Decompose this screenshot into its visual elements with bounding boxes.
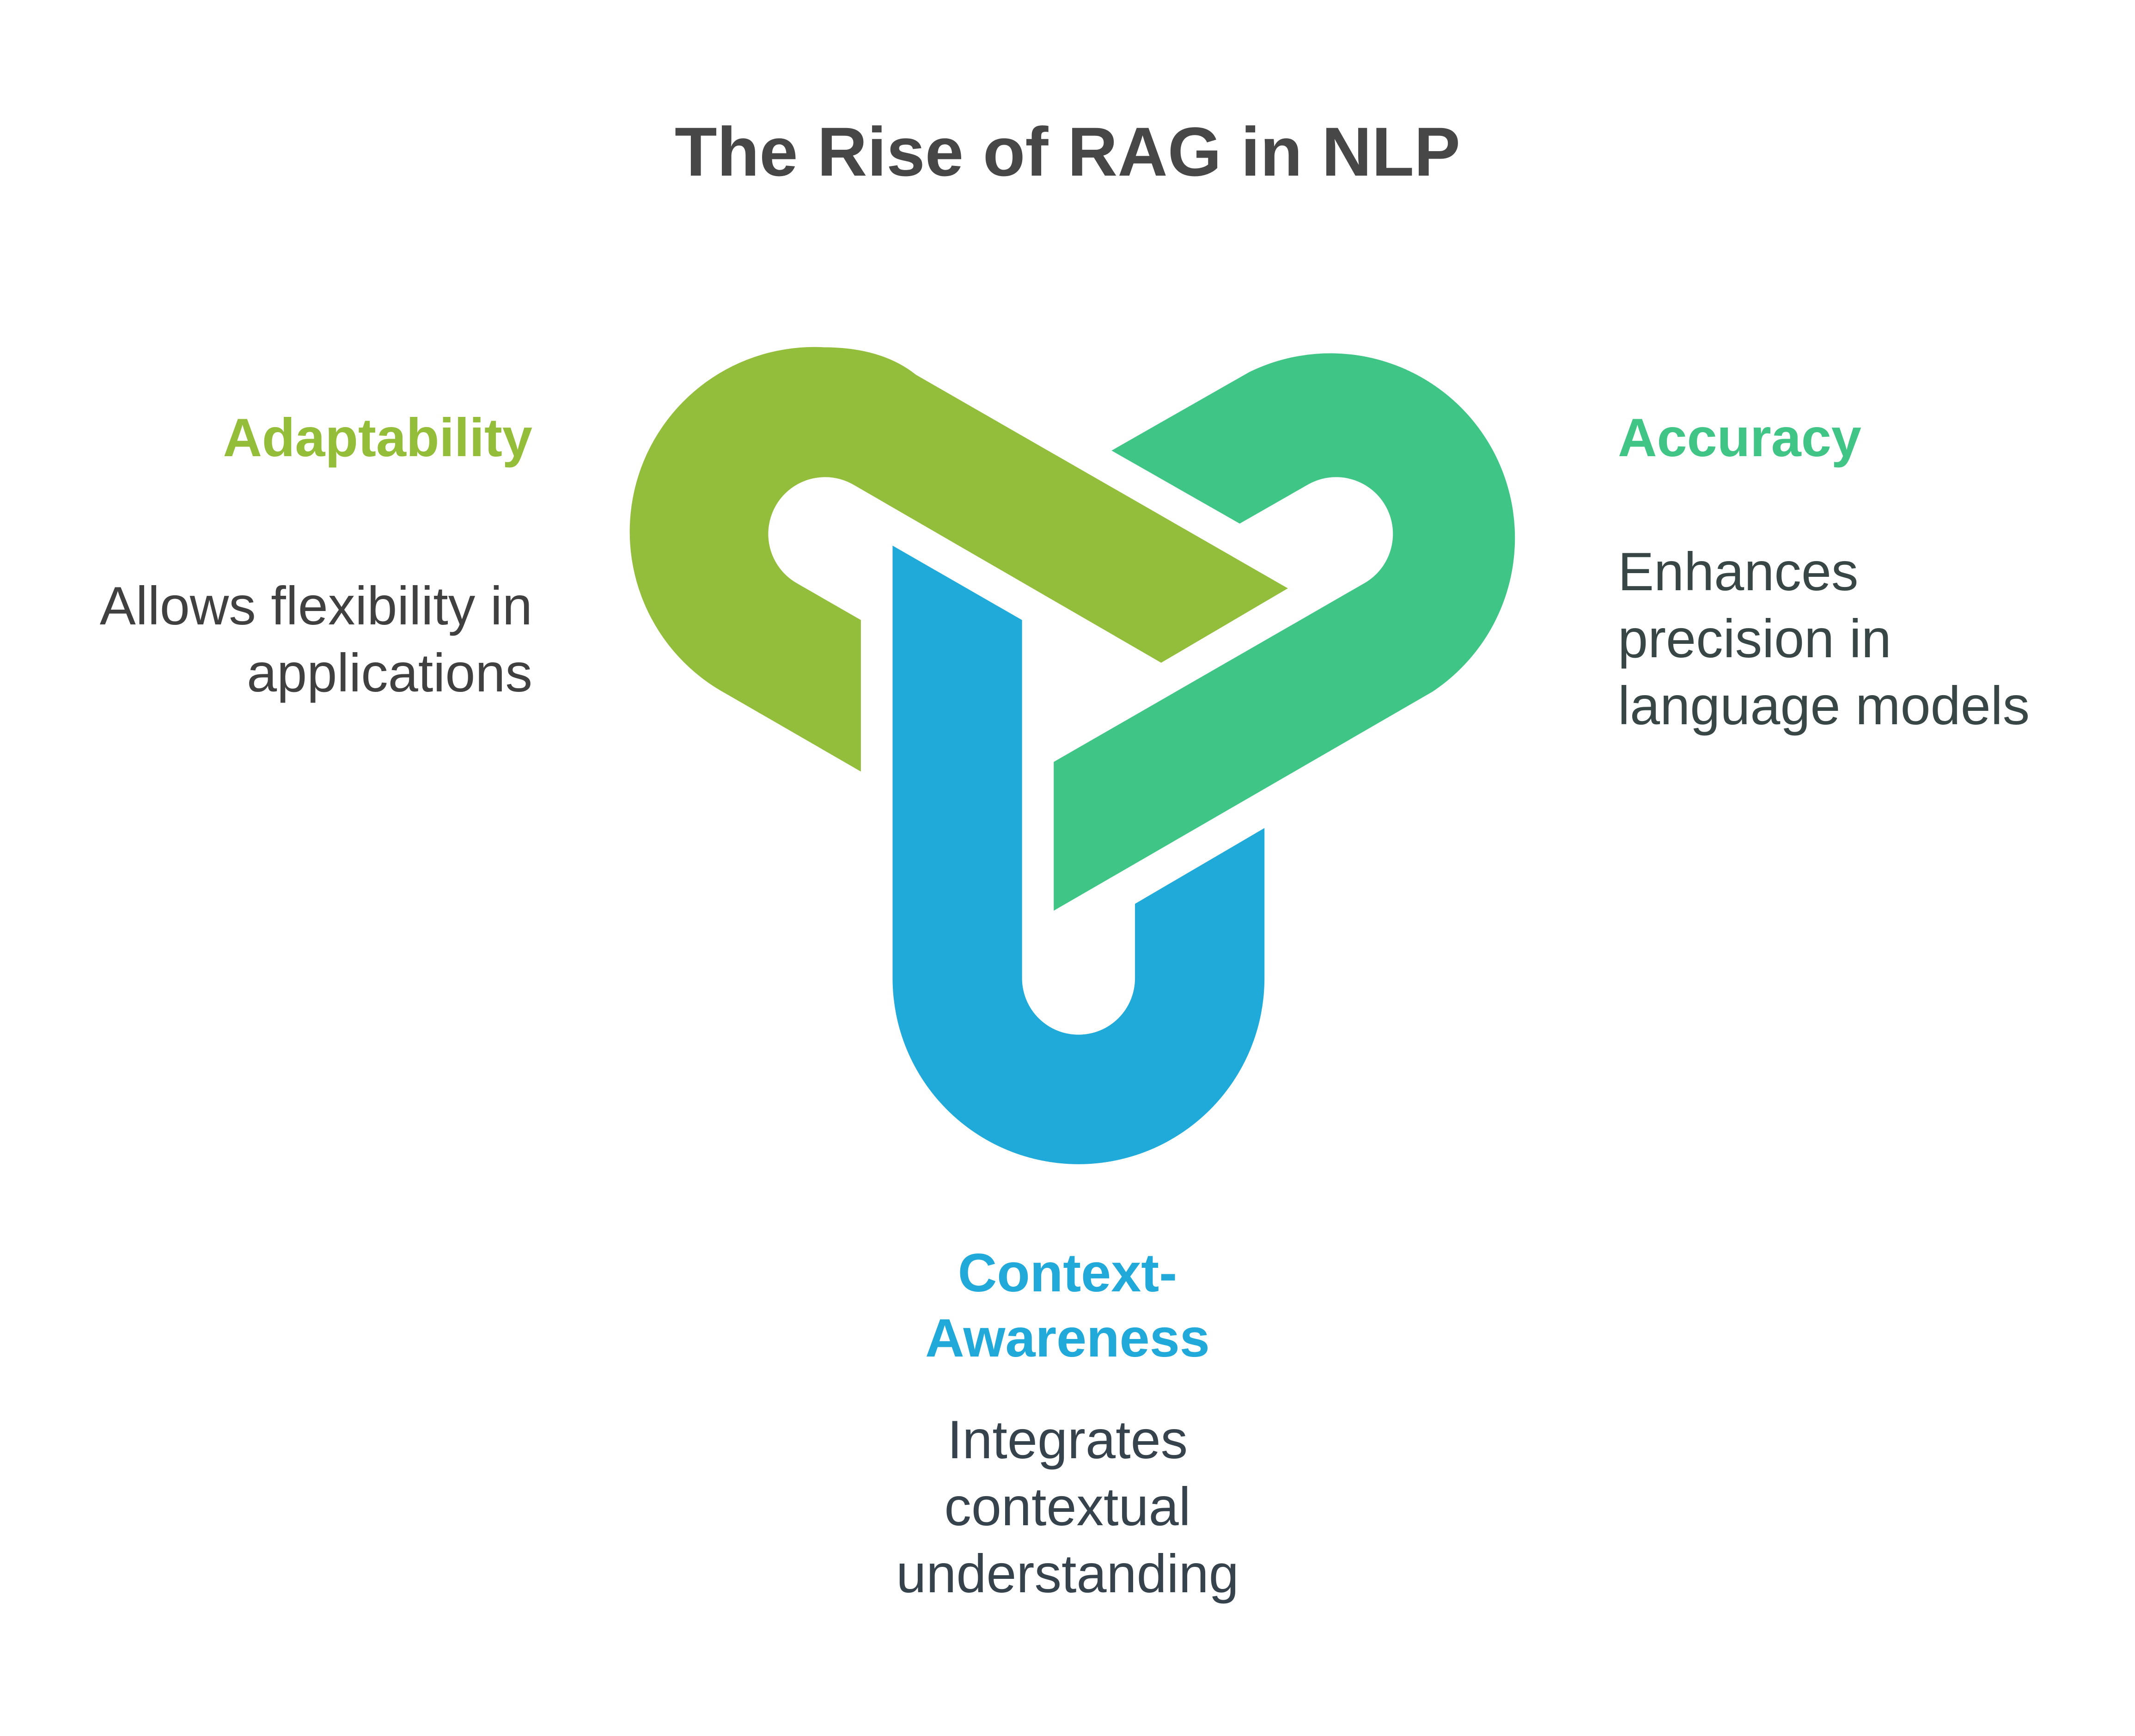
- context-heading-line: Context-: [958, 1242, 1177, 1303]
- context-description-line: contextual: [944, 1476, 1191, 1537]
- adaptability-heading: Adaptability: [223, 407, 532, 468]
- context-description-line: understanding: [896, 1543, 1239, 1604]
- accuracy-link-shape: [1054, 353, 1515, 911]
- accuracy-heading: Accuracy: [1618, 407, 1861, 468]
- context-awareness-heading: Context- Awareness: [698, 1240, 1437, 1370]
- adaptability-link-shape: [629, 347, 1288, 772]
- context-link-shape: [892, 545, 1265, 1164]
- accuracy-description-line: precision in: [1618, 608, 1891, 669]
- accuracy-description-line: Enhances: [1618, 541, 1859, 602]
- page-title: The Rise of RAG in NLP: [674, 113, 1461, 190]
- context-heading-line: Awareness: [925, 1308, 1210, 1368]
- context-awareness-description: Integrates contextual understanding: [698, 1406, 1437, 1607]
- adaptability-description: Allows flexibility in applications: [100, 572, 532, 706]
- context-description-line: Integrates: [947, 1409, 1188, 1470]
- accuracy-description-line: language models: [1618, 675, 2030, 736]
- adaptability-description-line: applications: [247, 642, 532, 703]
- adaptability-description-line: Allows flexibility in: [99, 575, 532, 636]
- accuracy-description: Enhances precision in language models: [1618, 538, 2030, 739]
